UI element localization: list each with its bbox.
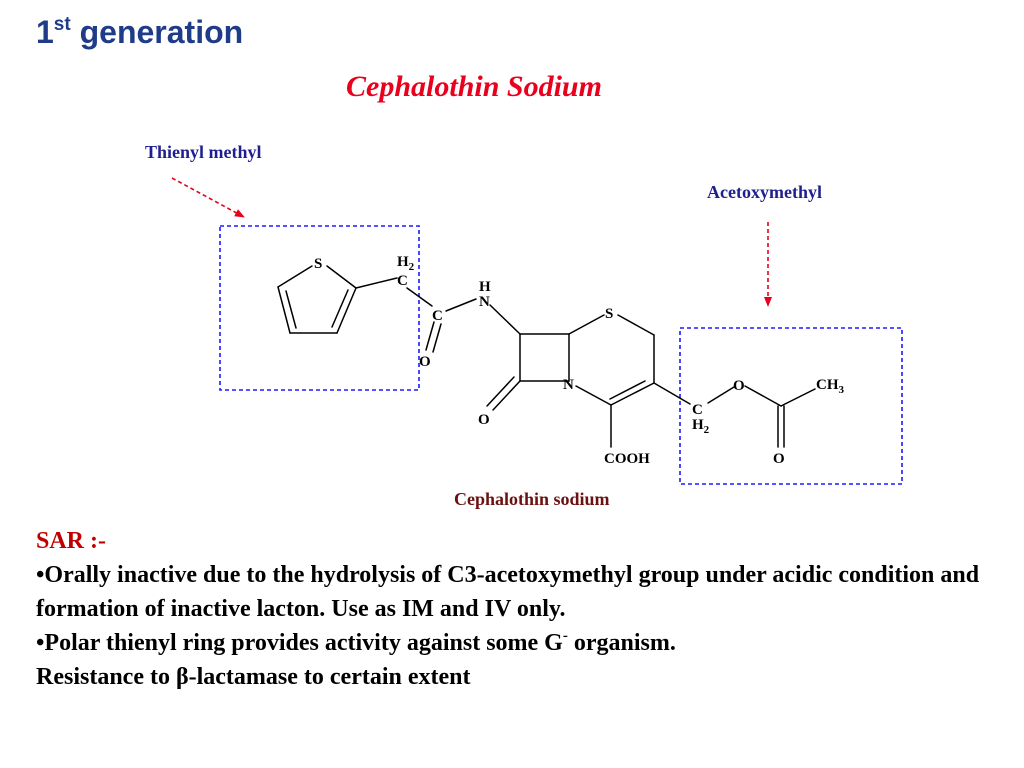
slide-heading: 1st generation	[36, 12, 243, 52]
heading-number: 1	[36, 14, 54, 50]
atom-s-ring: S	[605, 306, 613, 322]
atom-h2-top: H2	[397, 254, 415, 273]
sar-point-thienyl-activity: •Polar thienyl ring provides activity ag…	[36, 628, 676, 657]
atom-h2-right: H2	[692, 417, 710, 436]
sar-section: SAR :- •Orally inactive due to the hydro…	[36, 524, 1011, 694]
atom-c-methylene: C	[397, 273, 408, 289]
heading-text: generation	[70, 14, 244, 50]
label-thienyl-methyl: Thienyl methyl	[145, 142, 262, 162]
atom-cooh: COOH	[604, 451, 650, 467]
sar-point-resistance: Resistance to β-lactamase to certain ext…	[36, 664, 471, 690]
atom-o-amide: O	[419, 354, 431, 370]
atom-c-amide: C	[432, 308, 443, 324]
atom-n-amine: N	[479, 294, 490, 310]
heading-superscript: st	[53, 14, 71, 35]
structure-caption: Cephalothin sodium	[454, 489, 610, 509]
molecule-bonds	[277, 265, 816, 448]
sar-point-oral-inactivity: •Orally inactive due to the hydrolysis o…	[36, 562, 980, 622]
atom-s-thiophene: S	[314, 256, 322, 272]
atom-n-ring: N	[563, 377, 574, 393]
arrow-thienyl	[171, 177, 245, 218]
atom-o-lactam: O	[478, 412, 490, 428]
label-acetoxymethyl: Acetoxymethyl	[707, 182, 822, 202]
atom-ch3: CH3	[816, 377, 845, 396]
atom-o-ester: O	[733, 378, 745, 394]
thienyl-box	[219, 225, 420, 391]
slide-subtitle: Cephalothin Sodium	[346, 70, 602, 103]
atom-h-amine: H	[479, 279, 491, 295]
atom-o-carbonyl: O	[773, 451, 785, 467]
sar-title: SAR :-	[36, 528, 106, 554]
atom-c-methylene-right: C	[692, 402, 703, 418]
acetoxymethyl-box	[679, 327, 903, 485]
cephalothin-structure-diagram: Thienyl methyl Acetoxymethyl	[145, 142, 903, 509]
